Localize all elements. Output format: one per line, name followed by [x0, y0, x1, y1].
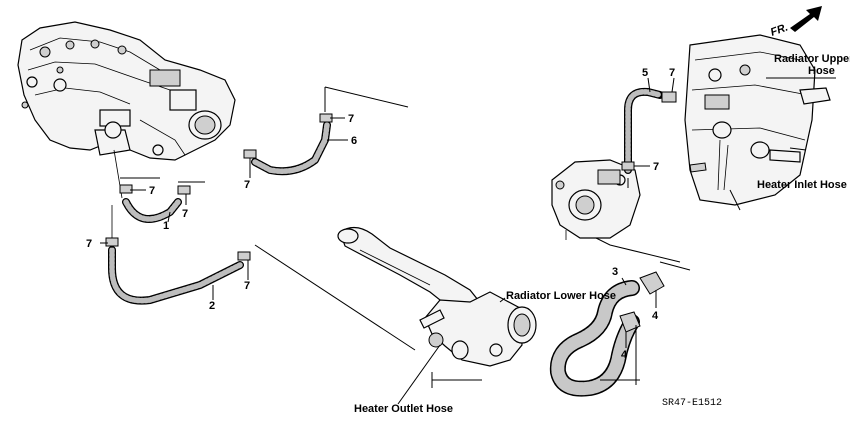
callout-7h: 7: [653, 161, 659, 173]
clips-4: [619, 271, 665, 333]
callout-7e: 7: [244, 179, 250, 191]
leader-lines-right-upper: [627, 77, 675, 188]
radiator-lower-hose-label: Radiator Lower Hose: [506, 290, 616, 302]
water-pipe-assembly: [337, 226, 537, 367]
callout-4a: 4: [652, 310, 659, 322]
hose-3: [549, 280, 640, 397]
hose-2: [108, 205, 244, 305]
right-throttle-housing: [551, 159, 681, 263]
clips-right-upper: [621, 91, 677, 171]
heater-inlet-hose-label: Heater Inlet Hose: [757, 179, 847, 191]
radiator-upper-hose-label-2: Hose: [808, 65, 835, 77]
hose-6: [251, 121, 331, 176]
callout-7b: 7: [182, 208, 188, 220]
callout-4b: 4: [621, 349, 628, 361]
callout-7f: 7: [348, 113, 354, 125]
engine-intake-assembly: [17, 21, 236, 161]
callout-7d: 7: [244, 280, 250, 292]
callout-1: 1: [163, 220, 169, 232]
callout-5: 5: [642, 67, 648, 79]
radiator-upper-hose-label-1: Radiator Upper: [774, 53, 850, 65]
leader-lines-right-lower: [600, 261, 691, 385]
callout-7a: 7: [149, 185, 155, 197]
leader-lines-right-top: [729, 77, 836, 211]
callout-7g: 7: [669, 67, 675, 79]
callout-3: 3: [612, 266, 618, 278]
callout-7c: 7: [86, 238, 92, 250]
callout-6: 6: [351, 135, 357, 147]
callout-2: 2: [209, 300, 215, 312]
clips-left: [105, 113, 333, 261]
front-direction-label: FR.: [769, 21, 790, 38]
hose-5: [624, 87, 664, 174]
diagram-code: SR47-E1512: [662, 398, 722, 409]
leader-lines-left: [100, 86, 416, 351]
front-arrow-icon: [790, 6, 822, 32]
leader-lines-center: [397, 297, 506, 405]
heater-outlet-hose-label: Heater Outlet Hose: [354, 403, 453, 415]
